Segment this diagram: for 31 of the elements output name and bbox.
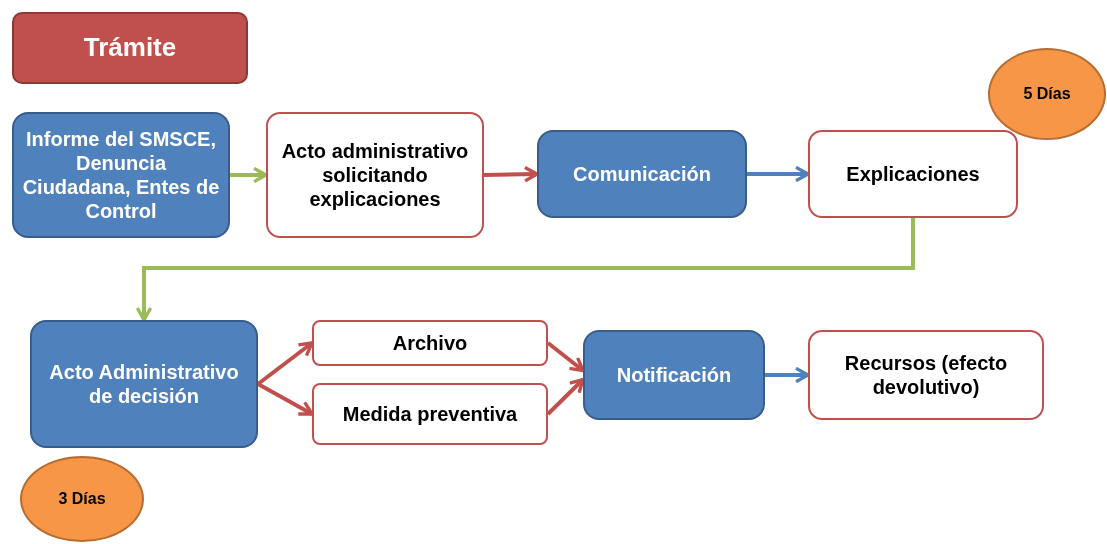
arrow xyxy=(483,165,539,183)
node-label: Explicaciones xyxy=(846,162,980,186)
arrow xyxy=(230,166,268,184)
process-box xyxy=(12,112,230,238)
process-box xyxy=(583,330,765,420)
node-label: Archivo xyxy=(392,331,468,355)
node-label: Comunicación xyxy=(573,162,711,186)
arrow xyxy=(256,341,314,386)
node-label: Trámite xyxy=(83,32,177,64)
process-box xyxy=(808,130,1018,218)
arrow xyxy=(546,341,585,373)
process-box xyxy=(30,320,258,448)
arrow xyxy=(546,377,585,416)
node-label: Informe del SMSCE, Denuncia Ciudadana, Entes de Control xyxy=(21,127,221,223)
node-label: Recursos (efecto devolutivo) xyxy=(843,351,1009,399)
process-box xyxy=(266,112,484,238)
node-label: Acto Administrativo de decisión xyxy=(48,360,240,408)
node-label: Acto administrativo solicitando explicaciones xyxy=(280,139,470,211)
arrow xyxy=(747,165,810,183)
process-box xyxy=(537,130,747,218)
arrow xyxy=(135,218,915,322)
process-box xyxy=(312,320,548,366)
process-box xyxy=(808,330,1044,420)
title-box xyxy=(12,12,248,84)
node-label: Notificación xyxy=(616,363,732,387)
arrow xyxy=(765,366,810,384)
arrow xyxy=(257,382,314,416)
node-label: 3 Días xyxy=(58,489,106,509)
node-label: 5 Días xyxy=(1023,84,1071,104)
node-label: Medida preventiva xyxy=(342,402,518,426)
process-box xyxy=(312,383,548,445)
